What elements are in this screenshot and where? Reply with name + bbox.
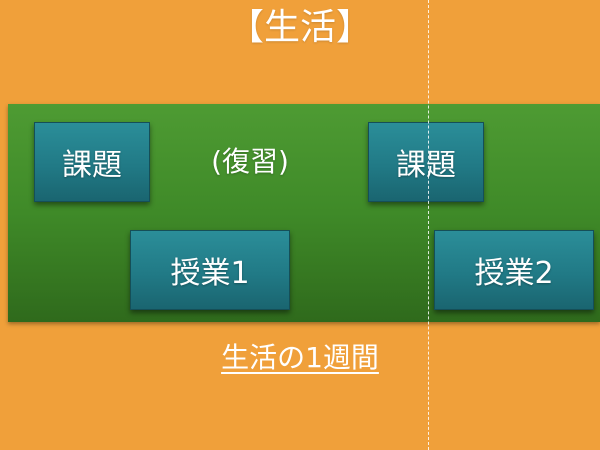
- class-box-2-label: 授業2: [474, 256, 554, 291]
- assignment-box-2-label: 課題: [396, 148, 456, 183]
- slide-title: 【生活】: [227, 7, 372, 48]
- class-box-1: 授業1: [130, 230, 290, 310]
- class-box-1-label: 授業1: [170, 256, 250, 291]
- review-label: (復習): [211, 145, 289, 178]
- assignment-box-1: 課題: [34, 122, 150, 202]
- week-divider-line: [428, 0, 429, 450]
- assignment-box-1-label: 課題: [62, 148, 122, 183]
- class-box-2: 授業2: [434, 230, 594, 310]
- assignment-box-2: 課題: [368, 122, 484, 202]
- slide-caption: 生活の1週間: [221, 341, 379, 374]
